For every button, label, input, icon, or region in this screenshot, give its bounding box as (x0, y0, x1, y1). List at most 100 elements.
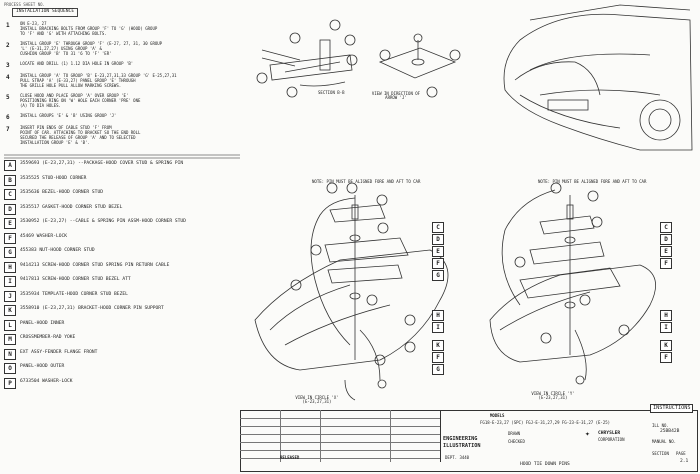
part-letter-box: L (4, 319, 16, 331)
callout-box: H (432, 310, 444, 321)
part-description: 3535525 STUD-HOOD CORNER (20, 175, 87, 181)
released-label: RELEASED (280, 455, 300, 460)
drawing-title: HOOD TIE DOWN PINS (520, 462, 570, 467)
part-description: 3559693 (E-23,27,31) --PACKAGE-HOOD COVE… (20, 161, 184, 166)
sequence-title: INSTALLATION SEQUENCE (12, 8, 79, 17)
part-description: 3535636 BEZEL-HOOD CORNER STUD (20, 190, 103, 195)
revision-grid (240, 410, 441, 462)
step-text-line: (A) TO DIA HOLES. (20, 103, 61, 108)
part-letter-box: E (4, 218, 16, 229)
part-letter-box: F (4, 232, 16, 244)
callout-box: E (432, 246, 444, 257)
part-letter-box: B (4, 174, 16, 186)
part-letter-box: C (4, 189, 16, 200)
step-number: 7 (6, 126, 10, 133)
step-text-line: POINT OF CAR. ATTACHING TO BRACKET SO TH… (20, 130, 141, 135)
left-exploded-view (254, 182, 449, 401)
step-number: 3 (6, 62, 10, 69)
part-letter-box: A (4, 160, 16, 171)
part-letter-box: I (4, 276, 16, 287)
section-label: SECTION B-B (318, 90, 345, 95)
circle-right-label: VIEW IN CIRCLE 'Y' (E-23,27,31) (531, 391, 575, 400)
illustration-label: ILLUSTRATION (443, 443, 481, 449)
callout-box: I (432, 322, 444, 333)
callout-box: K (660, 340, 672, 351)
step-text-line: INSERT PIN ENDS OF CABLE STUD 'F' FROM (20, 125, 112, 130)
part-description: 3535517 GASKET-HOOD CORNER STUD BEZEL (20, 204, 123, 210)
part-description: 9414213 SCREW-HOOD CORNER STUD SPRING PI… (20, 262, 170, 268)
part-description: 3535934 TEMPLATE-HOOD CORNER STUD BEZEL (20, 291, 128, 297)
part-letter-box: H (4, 261, 16, 273)
part-letter-box: O (4, 363, 16, 374)
step-text-line: 'L' (E-31,27,27) USING GROUP 'A' & (20, 46, 102, 51)
part-description: PANEL-HOOD INNER (20, 320, 65, 326)
note-right: NOTE: PIN MUST BE ALIGNED FORE AND AFT T… (538, 179, 647, 184)
step-text-line: INSTALL GROUPS 'E' & 'B' USING GROUP 'J' (20, 113, 117, 118)
section-view-drawing (256, 19, 358, 98)
brand-sub: CORPORATION (598, 437, 625, 442)
step-text-line: POSITIONING RING ON 'W' HOLE EACH CORNER… (20, 98, 141, 103)
step-text-line: CUSHION GROUP 'B' TO 31 '6 TO 'F' 'ER' (20, 51, 112, 56)
title-block (240, 410, 698, 472)
part-description: 3558910 (E-23,27,31) BRACKET-HOOD CORNER… (20, 306, 164, 311)
callout-box: F (432, 258, 444, 269)
instructions-label: INSTRUCTIONS (650, 404, 694, 414)
drawn-label: DRAWN (508, 431, 521, 436)
callout-box: F (660, 352, 672, 363)
step-text-line: CLOSE HOOD AND PLACE GROUP 'A' OVER GROU… (20, 93, 129, 98)
top-note: PROCESS SHEET NO. (4, 2, 45, 7)
part-letter-box: G (4, 247, 16, 258)
part-letter-box: M (4, 334, 16, 345)
step-text-line: PULL STRAP 'A' (E-33,27) PANEL GROUP 'E'… (20, 78, 136, 83)
part-letter-box: N (4, 348, 16, 360)
part-description: 9417813 SCREW-HOOD CORNER STUD BEZEL ATT (20, 277, 131, 282)
step-number: 6 (6, 114, 10, 121)
part-letter-box: J (4, 290, 16, 302)
dept-label: DEPT. 3440 (445, 455, 470, 460)
view-arrow-drawing (378, 33, 461, 98)
part-description: 455383 NUT-HOOD CORNER STUD (20, 248, 95, 253)
step-text-line: INSTALLATION GROUP 'E' & 'B'. (20, 140, 90, 145)
brand-name: CHRYSLER (598, 431, 621, 436)
models-label: MODELS (490, 413, 505, 418)
step-text-line: SECURED THE RELEASE OF GROUP 'A' AND TO … (20, 135, 136, 140)
car-drawing (503, 4, 693, 151)
callout-box: K (432, 340, 444, 351)
step-text-line: INSTALL BRACKING BOLTS FROM GROUP 'F' TO… (20, 26, 158, 31)
callout-box: F (432, 352, 444, 363)
note-left: NOTE: PIN MUST BE ALIGNED FORE AND AFT T… (312, 179, 421, 184)
part-letter-box: K (4, 305, 16, 316)
callout-box: H (660, 310, 672, 321)
callout-box: C (432, 222, 444, 233)
view-arrow-label: VIEW IN DIRECTION OF ARROW 'J' (371, 91, 421, 100)
callout-box: F (660, 258, 672, 269)
part-letter-box: D (4, 203, 16, 215)
callout-box: G (432, 270, 444, 281)
page-label: PAGE (676, 451, 686, 456)
step-number: 5 (6, 94, 10, 101)
callout-box: D (660, 234, 672, 245)
circle-left-label: VIEW IN CIRCLE 'X' (E-23,27,31) (295, 395, 339, 404)
step-text-line: THE GRILLE HOLE PULL ALLOW MARKING SCREW… (20, 83, 122, 88)
step-text-line: ON E-23, 27 (20, 21, 47, 26)
pentastar-icon: ✦ (585, 429, 590, 438)
part-letter-box: P (4, 377, 16, 389)
manual-no-label: MANUAL NO. (652, 439, 677, 444)
callout-box: G (432, 364, 444, 375)
part-description: 6733504 WASHER-LOCK (20, 378, 73, 384)
step-text-line: LOCATE AND DRILL (1) 1.12 DIA HOLE IN GR… (20, 61, 134, 66)
engineering-label: ENGINEERING (443, 436, 478, 442)
step-number: 4 (6, 74, 10, 81)
part-description: PANEL-HOOD OUTER (20, 364, 65, 369)
models-value: FG18-E-23,27 (SPC) FGJ-E-31,27,29 FG-23-… (480, 420, 611, 425)
step-number: 1 (6, 22, 10, 29)
step-number: 2 (6, 42, 10, 49)
page-value: 2.1 (680, 459, 689, 464)
part-description: EXT ASSY-FENDER FLANGE FRONT (20, 349, 98, 355)
callout-box: E (660, 246, 672, 257)
section-label-tb: SECTION (652, 451, 669, 456)
step-text-line: INSTALL GROUP 'E' THROUGH GROUP 'F' (E-2… (20, 41, 163, 46)
part-description: 45469 WASHER-LOCK (20, 233, 68, 239)
